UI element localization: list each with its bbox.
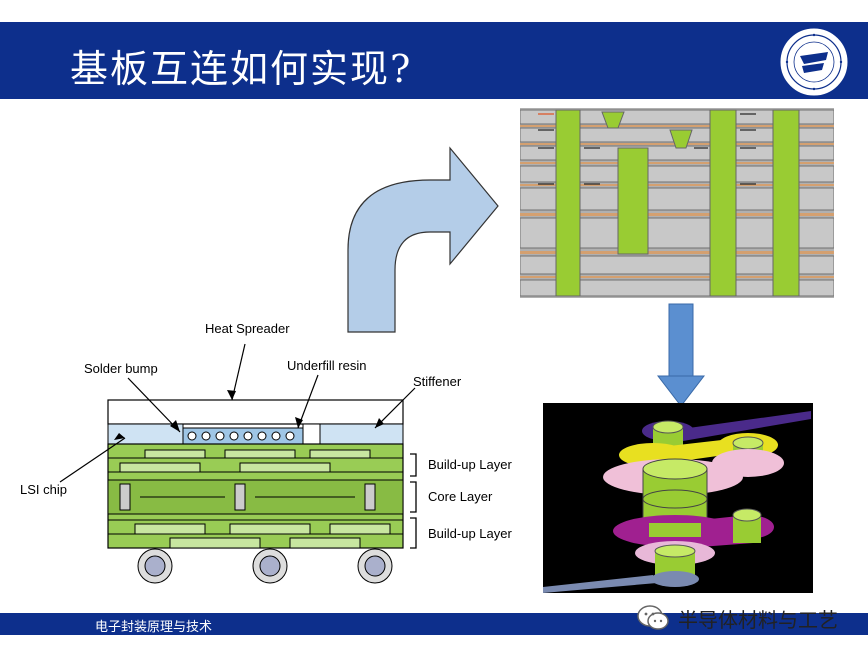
via-cross-section [520,108,834,298]
university-logo [779,27,849,97]
wechat-icon [637,605,669,630]
watermark: 半导体材料与工艺 [636,598,838,638]
header-banner: 基板互连如何实现? [0,22,868,99]
solder-balls [137,548,393,584]
vias [555,109,800,297]
label-buildup-top: Build-up Layer [428,457,512,472]
watermark-text: 半导体材料与工艺 [678,607,838,632]
curved-arrow [347,146,499,333]
core-layer [107,479,404,515]
dielectric-layers [520,109,834,297]
underfill-region [182,427,304,445]
down-arrow [656,303,706,407]
package-cross-section: Heat Spreader Solder bump Underfill resi… [20,321,512,584]
solder-bumps [187,431,295,441]
label-buildup-bottom: Build-up Layer [428,526,512,541]
label-underfill: Underfill resin [287,358,366,373]
leader-arrowheads [114,390,384,440]
spacer-block [302,423,321,445]
slide-title: 基板互连如何实现? [70,47,413,91]
footer-text: 电子封装原理与技术 [95,620,213,635]
label-solder-bump: Solder bump [84,361,158,376]
label-core: Core Layer [428,489,493,504]
via-3d-render [543,403,813,593]
label-lsi-chip: LSI chip [20,482,67,497]
heat-spreader [107,399,404,425]
buildup-traces [108,449,403,549]
stiffener [319,423,404,445]
layer-brackets [410,453,417,549]
label-stiffener: Stiffener [413,374,462,389]
label-heat-spreader: Heat Spreader [205,321,290,336]
dimension-markers [538,113,756,185]
